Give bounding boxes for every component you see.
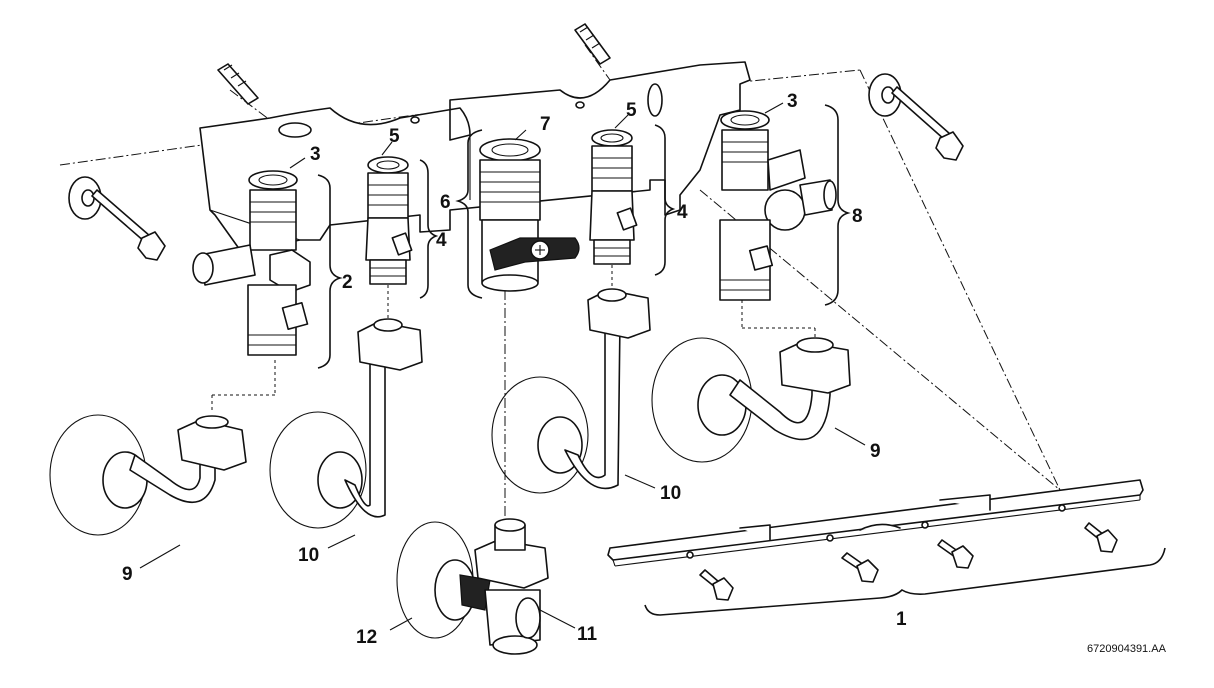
screw-right bbox=[868, 73, 964, 161]
callout-10-center: 10 bbox=[660, 483, 681, 504]
pipe-elbow-left bbox=[49, 414, 247, 536]
callout-3-right: 3 bbox=[787, 91, 798, 112]
pipe-elbow-right bbox=[651, 337, 851, 463]
wall-plug-right bbox=[574, 23, 611, 65]
rail-screws bbox=[699, 522, 1118, 601]
pipe-long-center bbox=[491, 288, 651, 494]
callout-3-left: 3 bbox=[310, 144, 321, 165]
callout-5-left: 5 bbox=[389, 126, 400, 147]
rail-screw-4 bbox=[1084, 522, 1118, 553]
document-id: 6720904391.AA bbox=[1087, 643, 1167, 655]
callout-9-left: 9 bbox=[122, 564, 133, 585]
screw-left bbox=[68, 176, 166, 261]
pipe-long-left bbox=[269, 318, 423, 529]
callout-7: 7 bbox=[540, 114, 551, 135]
rail-screw-3 bbox=[937, 539, 974, 569]
brace-1 bbox=[644, 547, 1166, 616]
callout-4-right: 4 bbox=[677, 202, 688, 223]
callout-6: 6 bbox=[440, 192, 451, 213]
rail-screw-1 bbox=[699, 569, 734, 601]
callout-9-right: 9 bbox=[870, 441, 881, 462]
callout-1: 1 bbox=[896, 609, 907, 630]
callout-8: 8 bbox=[852, 206, 863, 227]
mounting-rail bbox=[607, 479, 1144, 567]
callout-10-left: 10 bbox=[298, 545, 319, 566]
gas-cock bbox=[396, 518, 549, 655]
braces bbox=[317, 104, 1166, 616]
callout-4-left: 4 bbox=[436, 230, 447, 251]
rail-screw-2 bbox=[841, 552, 879, 583]
mounting-bracket bbox=[199, 61, 751, 251]
brace-4-right bbox=[654, 124, 676, 276]
brace-2 bbox=[317, 174, 343, 369]
water-valve-fourth bbox=[589, 129, 638, 265]
gas-valve-left bbox=[192, 170, 311, 356]
leader-lines bbox=[139, 102, 866, 631]
brace-6 bbox=[455, 129, 483, 299]
callout-2: 2 bbox=[342, 272, 353, 293]
brace-4-left bbox=[419, 159, 439, 299]
valve-right bbox=[719, 110, 837, 301]
brace-8 bbox=[824, 104, 851, 306]
water-valve-second bbox=[365, 156, 413, 285]
wall-plug-left bbox=[217, 63, 259, 105]
callout-labels: 1 2 3 3 4 4 5 5 6 7 8 9 9 10 10 11 12 bbox=[122, 91, 907, 648]
callout-12: 12 bbox=[356, 627, 377, 648]
main-valve-center bbox=[479, 138, 580, 292]
callout-5-right: 5 bbox=[626, 100, 637, 121]
callout-11: 11 bbox=[577, 624, 598, 645]
